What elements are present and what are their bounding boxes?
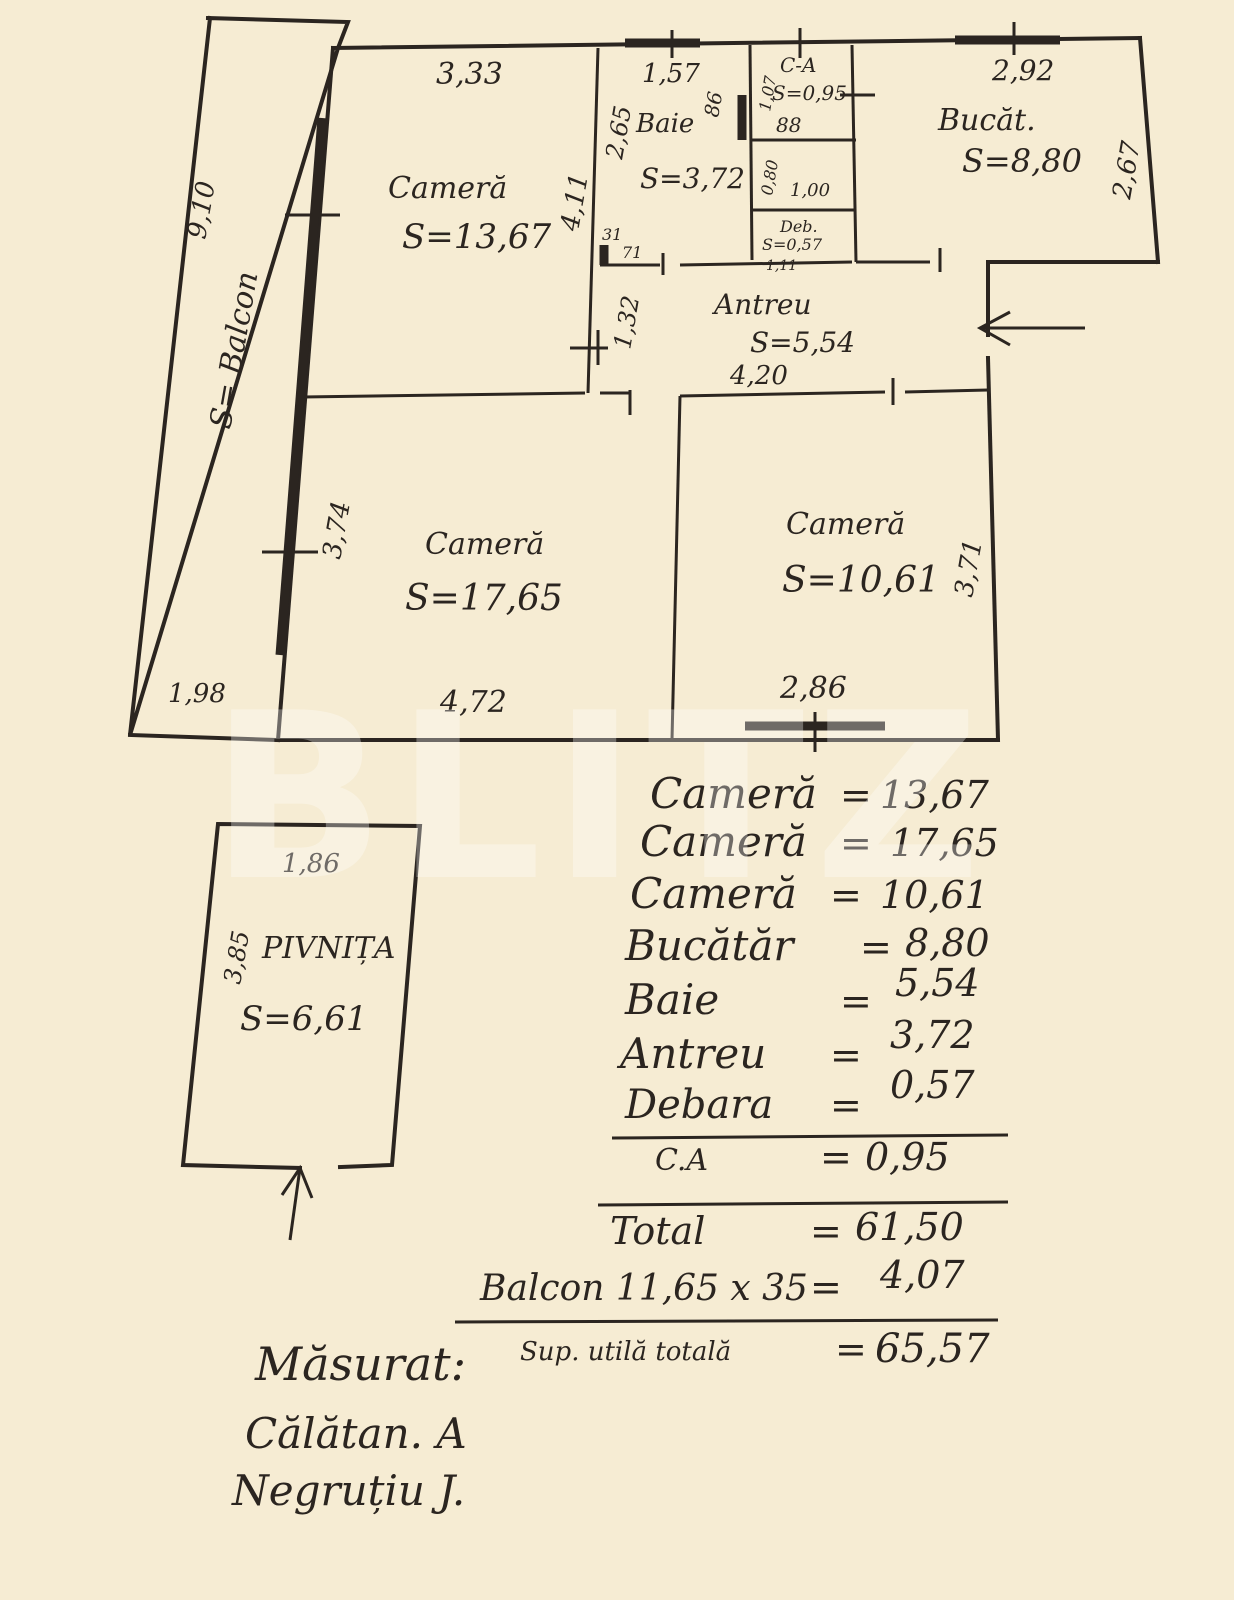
- summary-row: Baie = 5,54: [624, 961, 980, 1024]
- summary-row-value: 8,80: [905, 921, 990, 965]
- summary-row: Bucătăr = 8,80: [624, 921, 990, 970]
- bath-area: S=3,72: [640, 162, 745, 195]
- summary-total-row: Total = 61,50: [610, 1205, 964, 1253]
- summary-row-eq: =: [830, 1083, 862, 1127]
- summary-balcony-row: Balcon 11,65 x 35 = 4,07: [479, 1253, 965, 1309]
- summary-row: Cameră = 10,61: [630, 869, 989, 918]
- room2-name: Cameră: [425, 527, 544, 562]
- summary-ca-eq: =: [820, 1135, 852, 1179]
- summary-total-value: 61,50: [855, 1205, 964, 1249]
- hall-area: S=5,54: [750, 326, 855, 359]
- summary-row-value: 17,65: [890, 821, 999, 865]
- ca-area: S=0,95: [772, 81, 847, 105]
- room3-side-dim: 3,71: [949, 537, 989, 599]
- summary-row: Cameră = 13,67: [650, 769, 990, 818]
- summary-row-label: Debara: [624, 1082, 773, 1128]
- balcony-width: 1,98: [168, 679, 226, 709]
- summary-row-eq: =: [840, 773, 872, 817]
- summary-row-eq: =: [830, 1033, 862, 1077]
- bath-name: Baie: [635, 109, 694, 139]
- hall-name: Antreu: [711, 288, 812, 321]
- summary-row-label: Bucătăr: [624, 921, 796, 970]
- watermark-text: BLITZ: [210, 665, 992, 932]
- pantry-height-dim: 1,11: [766, 258, 797, 274]
- bath-side-dim: 2,65: [600, 104, 637, 162]
- summary-balcony-eq: =: [810, 1265, 842, 1309]
- summary-useful-label: Sup. utilă totală: [520, 1337, 731, 1367]
- surveyor-name-2: Negruțiu J.: [231, 1466, 465, 1515]
- surveyor-name-1: Călătan. A: [245, 1409, 467, 1458]
- summary-row: Cameră = 17,65: [640, 817, 999, 866]
- area-summary: Cameră = 13,67 Cameră = 17,65 Cameră = 1…: [454, 769, 1009, 1372]
- summary-divider: [597, 1200, 1009, 1207]
- summary-balcony-label: Balcon 11,65 x 35: [479, 1268, 808, 1309]
- room1-top-dim: 3,33: [436, 57, 503, 92]
- summary-useful-value: 65,57: [875, 1326, 990, 1372]
- summary-row-value: 13,67: [880, 773, 990, 817]
- pantry-name: Deb.: [779, 217, 818, 236]
- room3-area: S=10,61: [782, 560, 940, 601]
- summary-divider: [611, 1133, 1009, 1140]
- cellar-name: PIVNIȚA: [261, 931, 395, 966]
- balcony-label: S= Balcon: [203, 269, 265, 432]
- summary-row-label: Baie: [624, 975, 719, 1024]
- summary-row-eq: =: [840, 979, 872, 1023]
- summary-row-value: 3,72: [890, 1013, 975, 1057]
- ca-width2-dim: 1,00: [790, 180, 830, 201]
- summary-row-eq: =: [830, 873, 862, 917]
- summary-row-eq: =: [860, 925, 892, 969]
- bath-dim-small1: 31: [602, 225, 622, 244]
- summary-row-label: Cameră: [640, 817, 807, 866]
- room1-area: S=13,67: [402, 217, 551, 257]
- summary-balcony-value: 4,07: [879, 1253, 965, 1297]
- summary-row: Debara = 0,57: [624, 1063, 975, 1128]
- room2-area: S=17,65: [405, 578, 563, 619]
- ca-side-dim: 0,80: [757, 158, 782, 196]
- surveyor-label: Măsurat:: [254, 1337, 466, 1391]
- balcony-length: 9,10: [182, 179, 222, 241]
- summary-row-label: Cameră: [630, 869, 797, 918]
- summary-ca-label: C.A: [655, 1143, 708, 1178]
- room2-side-dim: 3,74: [317, 499, 357, 561]
- room1-name: Cameră: [388, 171, 507, 206]
- kitchen-name: Bucăt.: [937, 103, 1036, 138]
- summary-row-label: Cameră: [650, 769, 817, 818]
- cellar-side-dim: 3,85: [218, 929, 255, 986]
- ca-name: C-A: [780, 53, 817, 77]
- bath-dim-small3: 86: [699, 89, 727, 119]
- summary-row-label: Antreu: [616, 1029, 766, 1078]
- kitchen-top-dim: 2,92: [991, 54, 1054, 87]
- room1-side-dim: 4,11: [555, 171, 595, 234]
- summary-row-value: 10,61: [880, 873, 989, 917]
- room3-bottom-dim: 2,86: [779, 671, 847, 706]
- summary-total-label: Total: [610, 1209, 705, 1253]
- ca-width-dim: 1,07: [755, 74, 780, 113]
- cellar-top-dim: 1,86: [282, 849, 340, 879]
- summary-total-eq: =: [810, 1209, 842, 1253]
- summary-divider: [454, 1318, 999, 1324]
- kitchen-area: S=8,80: [962, 142, 1082, 180]
- surveyor-note: Măsurat: Călătan. A Negruțiu J.: [231, 1337, 467, 1515]
- room1-door-dim: 1,32: [608, 294, 645, 351]
- cellar-area: S=6,61: [240, 999, 367, 1039]
- summary-useful-row: Sup. utilă totală = 65,57: [520, 1326, 990, 1372]
- kitchen-side-dim: 2,67: [1107, 139, 1147, 203]
- summary-useful-eq: =: [835, 1327, 867, 1371]
- summary-row: Antreu = 3,72: [616, 1013, 975, 1078]
- summary-ca-row: C.A = 0,95: [655, 1135, 950, 1179]
- ca-height-dim: 88: [776, 113, 801, 137]
- bath-top-dim: 1,57: [642, 59, 700, 89]
- plan-walls: [127, 15, 1161, 1241]
- summary-row-value: 0,57: [890, 1063, 975, 1107]
- room2-bottom-dim: 4,72: [439, 685, 507, 720]
- hall-bottom-dim: 4,20: [729, 361, 788, 391]
- room3-name: Cameră: [786, 507, 905, 542]
- summary-row-eq: =: [840, 821, 872, 865]
- summary-row-value: 5,54: [895, 961, 980, 1005]
- bath-dim-small2: 71: [622, 243, 642, 262]
- pantry-area: S=0,57: [762, 235, 823, 254]
- summary-ca-value: 0,95: [865, 1135, 950, 1179]
